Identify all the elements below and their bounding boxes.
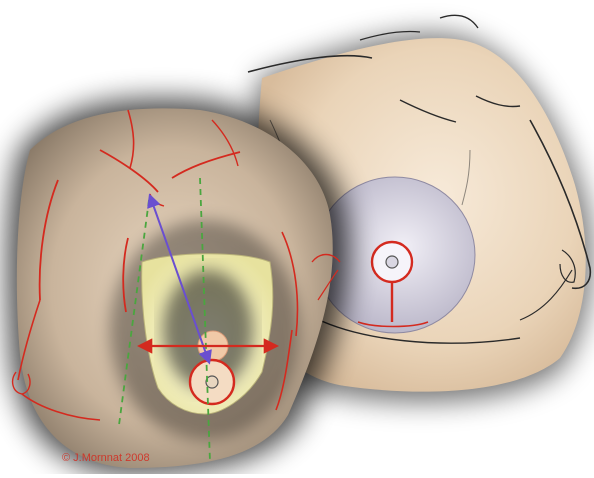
copyright-text: © J.Mornnat 2008: [62, 452, 150, 464]
areola-center-icon: [386, 256, 398, 268]
left-torso: [7, 98, 349, 474]
right-neck-line-2: [440, 15, 478, 28]
